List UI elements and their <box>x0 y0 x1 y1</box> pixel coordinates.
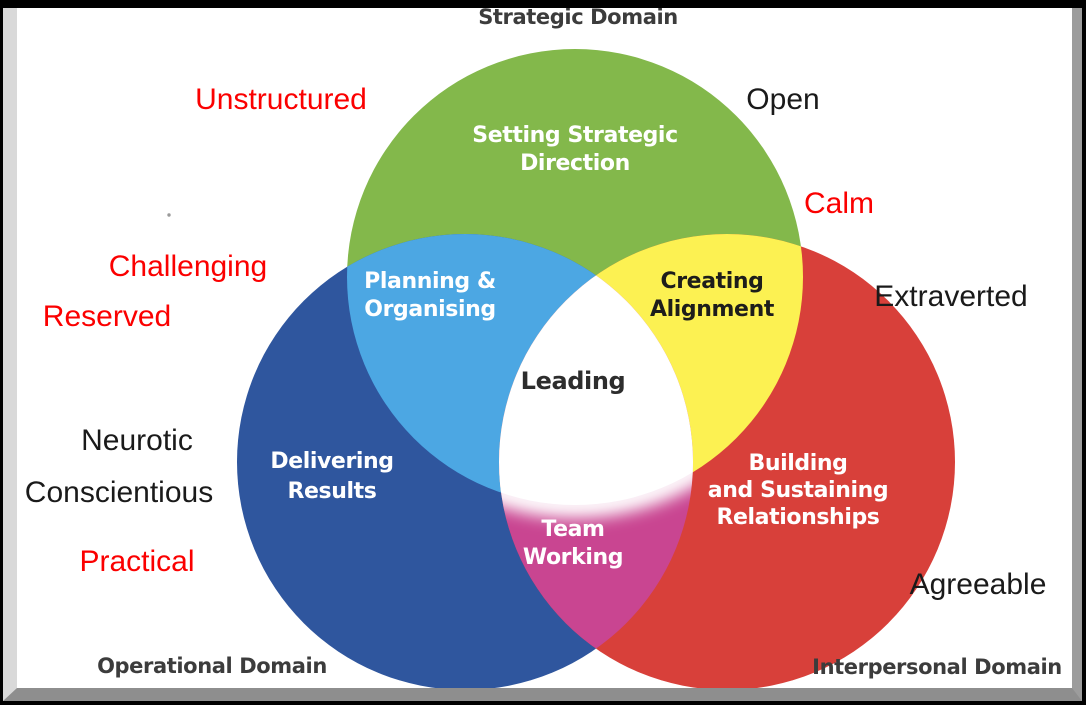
interpersonal-domain-title: Interpersonal Domain <box>812 655 1062 679</box>
trait-practical: Practical <box>79 545 194 578</box>
building-label-line3: Relationships <box>716 505 879 530</box>
strategic-domain-title: Strategic Domain <box>478 5 678 29</box>
stray-dot <box>167 213 171 217</box>
strategic-label-line2: Direction <box>520 151 630 176</box>
trait-unstructured: Unstructured <box>195 83 367 116</box>
leading-region <box>499 234 693 505</box>
leading-label: Leading <box>521 367 626 395</box>
trait-open: Open <box>746 83 819 116</box>
planning-label-line1: Planning & <box>364 269 496 294</box>
trait-conscientious: Conscientious <box>25 476 213 509</box>
alignment-label-line1: Creating <box>660 269 763 294</box>
teamworking-label-line2: Working <box>523 545 623 570</box>
planning-label-line2: Organising <box>364 297 495 322</box>
delivering-label-line1: Delivering <box>270 449 393 474</box>
teamworking-label-line1: Team <box>541 517 604 542</box>
trait-neurotic: Neurotic <box>81 424 193 457</box>
trait-reserved: Reserved <box>43 300 171 333</box>
trait-extraverted: Extraverted <box>874 280 1027 313</box>
trait-challenging: Challenging <box>109 250 267 283</box>
delivering-label-line2: Results <box>288 479 377 504</box>
strategic-label-line1: Setting Strategic <box>472 123 677 148</box>
building-label-line1: Building <box>748 451 847 476</box>
trait-agreeable: Agreeable <box>910 568 1047 601</box>
operational-domain-title: Operational Domain <box>97 654 327 678</box>
alignment-label-line2: Alignment <box>650 297 775 322</box>
trait-calm: Calm <box>804 187 874 220</box>
building-label-line2: and Sustaining <box>708 478 888 503</box>
